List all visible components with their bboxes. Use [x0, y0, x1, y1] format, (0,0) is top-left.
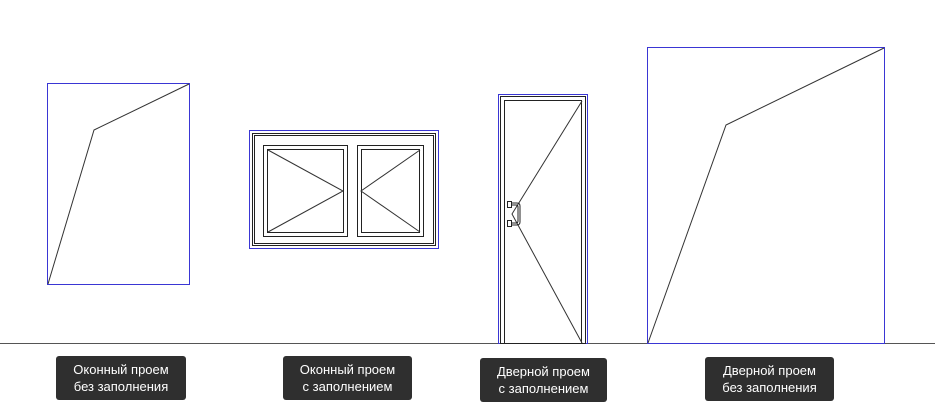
- door-opening-empty: [647, 47, 885, 344]
- door-leaf: [504, 100, 582, 344]
- caption-line: Оконный проем: [299, 362, 396, 377]
- window-sash-right: [357, 145, 424, 237]
- door-opening-filled: [498, 94, 588, 344]
- door-handle: [507, 201, 521, 227]
- window-sash-left-opening-marker: [267, 149, 345, 233]
- window-opening-empty-outline: [47, 83, 190, 285]
- caption-door-opening-filled: Дверной проем с заполнением: [480, 358, 607, 402]
- caption-window-opening-filled: Оконный проем с заполнением: [283, 356, 412, 400]
- door-opening-empty-marker: [647, 47, 885, 344]
- door-frame: [500, 96, 586, 344]
- window-frame-inner: [254, 135, 434, 244]
- caption-line: Дверной проем: [723, 363, 816, 378]
- window-opening-empty: [47, 83, 190, 285]
- window-opening-empty-marker: [47, 83, 190, 285]
- caption-line: с заполнением: [498, 381, 589, 396]
- window-sash-right-opening-marker: [360, 149, 421, 233]
- door-opening-filled-outline: [498, 94, 588, 344]
- caption-line: Оконный проем: [73, 362, 169, 377]
- window-frame-outer: [252, 133, 436, 246]
- caption-line: без заполнения: [722, 380, 817, 395]
- window-opening-filled: [249, 130, 439, 249]
- caption-door-opening-empty: Дверной проем без заполнения: [705, 357, 834, 401]
- window-opening-filled-outline: [249, 130, 439, 249]
- window-sash-left: [263, 145, 348, 237]
- door-opening-marker: [511, 100, 583, 344]
- door-opening-empty-outline: [647, 47, 885, 344]
- caption-window-opening-empty: Оконный проем без заполнения: [56, 356, 186, 400]
- caption-line: Дверной проем: [497, 364, 590, 379]
- caption-line: с заполнением: [302, 379, 393, 394]
- caption-line: без заполнения: [73, 379, 169, 394]
